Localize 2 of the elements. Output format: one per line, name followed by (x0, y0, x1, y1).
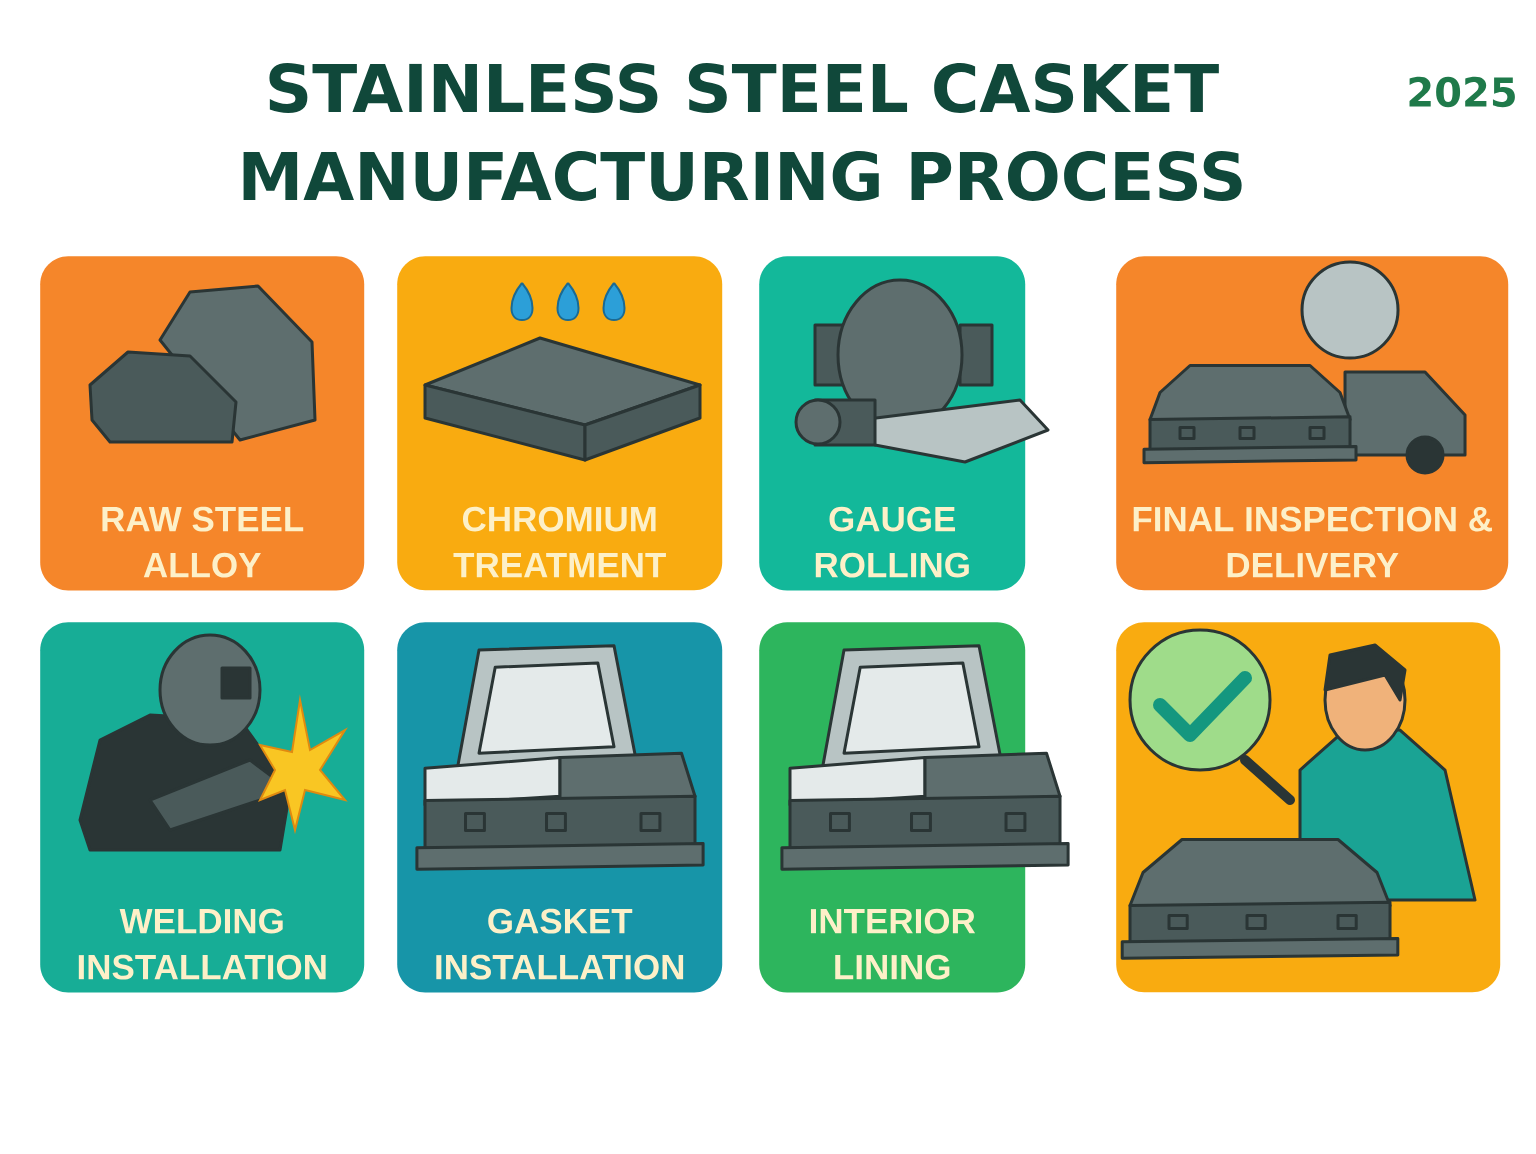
year-label: 2025 (1409, 76, 1515, 108)
title: STAINLESS STEEL CASKET MANUFACTURING PROCESS (243, 63, 1242, 201)
